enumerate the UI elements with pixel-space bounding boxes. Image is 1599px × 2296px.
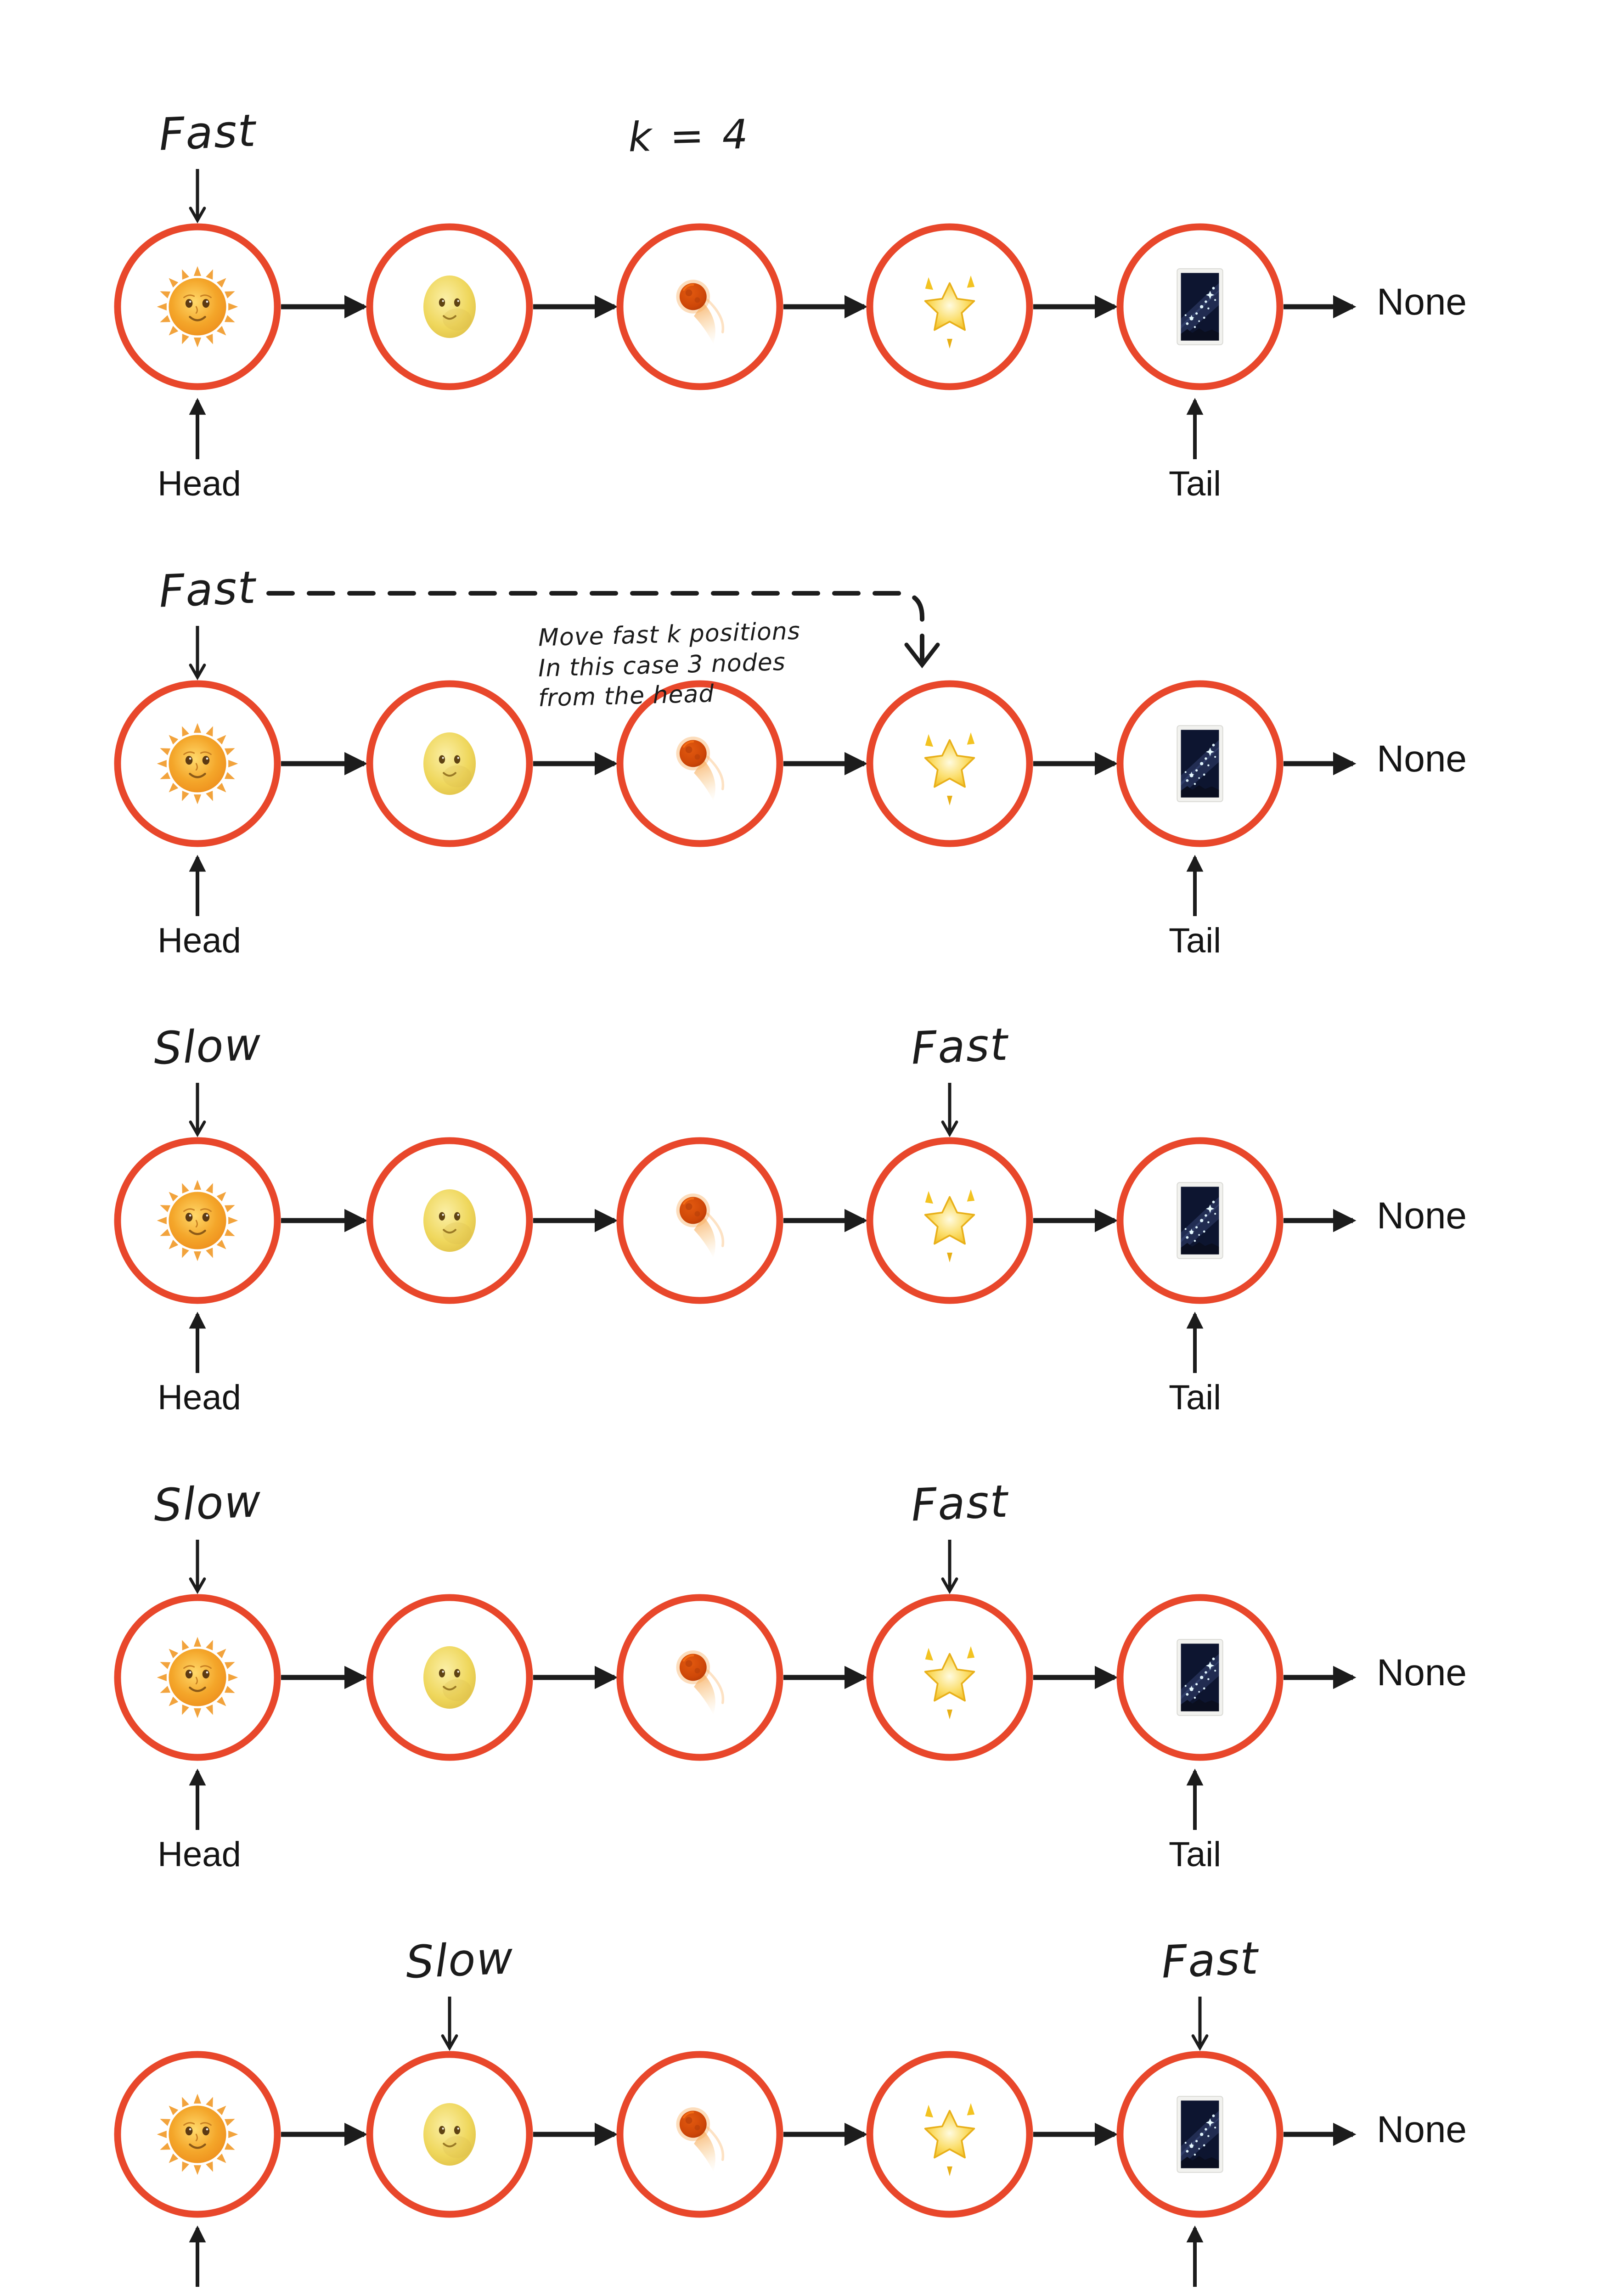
head-label: Head <box>158 464 241 503</box>
pointer-label-fast: Fast <box>158 104 258 161</box>
none-label: None <box>1377 281 1467 323</box>
k-value-note: k = 4 <box>627 110 751 161</box>
fast-jump-dashed-arrow <box>266 591 924 662</box>
move-fast-note-line-3: from the head <box>538 680 715 713</box>
pointer-label-slow: Slow <box>405 1931 515 1989</box>
pointer-label-slow: Slow <box>152 1018 263 1075</box>
head-label: Head <box>158 1835 241 1874</box>
move-fast-note-line-1: Move fast k positions <box>538 617 801 652</box>
tail-label: Tail <box>1168 464 1222 503</box>
pointer-label-fast: Fast <box>158 561 258 618</box>
head-label: Head <box>158 1378 241 1417</box>
pointer-label-fast: Fast <box>910 1018 1010 1075</box>
none-label: None <box>1377 1195 1467 1237</box>
none-label: None <box>1377 2109 1467 2150</box>
tail-label: Tail <box>1168 1378 1222 1417</box>
move-fast-note-line-2: In this case 3 nodes <box>538 648 786 683</box>
pointer-label-fast: Fast <box>910 1475 1010 1531</box>
pointer-label-fast: Fast <box>1160 1932 1260 1988</box>
tail-label: Tail <box>1168 1835 1222 1874</box>
fast-jump-arrowhead-icon <box>904 642 940 669</box>
none-label: None <box>1377 738 1467 780</box>
head-label: Head <box>158 2291 241 2296</box>
linked-list-rows <box>114 169 1357 2287</box>
none-label: None <box>1377 1652 1467 1694</box>
pointer-label-slow: Slow <box>152 1474 263 1532</box>
tail-label: Tail <box>1168 921 1222 960</box>
tail-label: Tail <box>1169 2291 1221 2296</box>
head-label: Head <box>158 921 241 960</box>
